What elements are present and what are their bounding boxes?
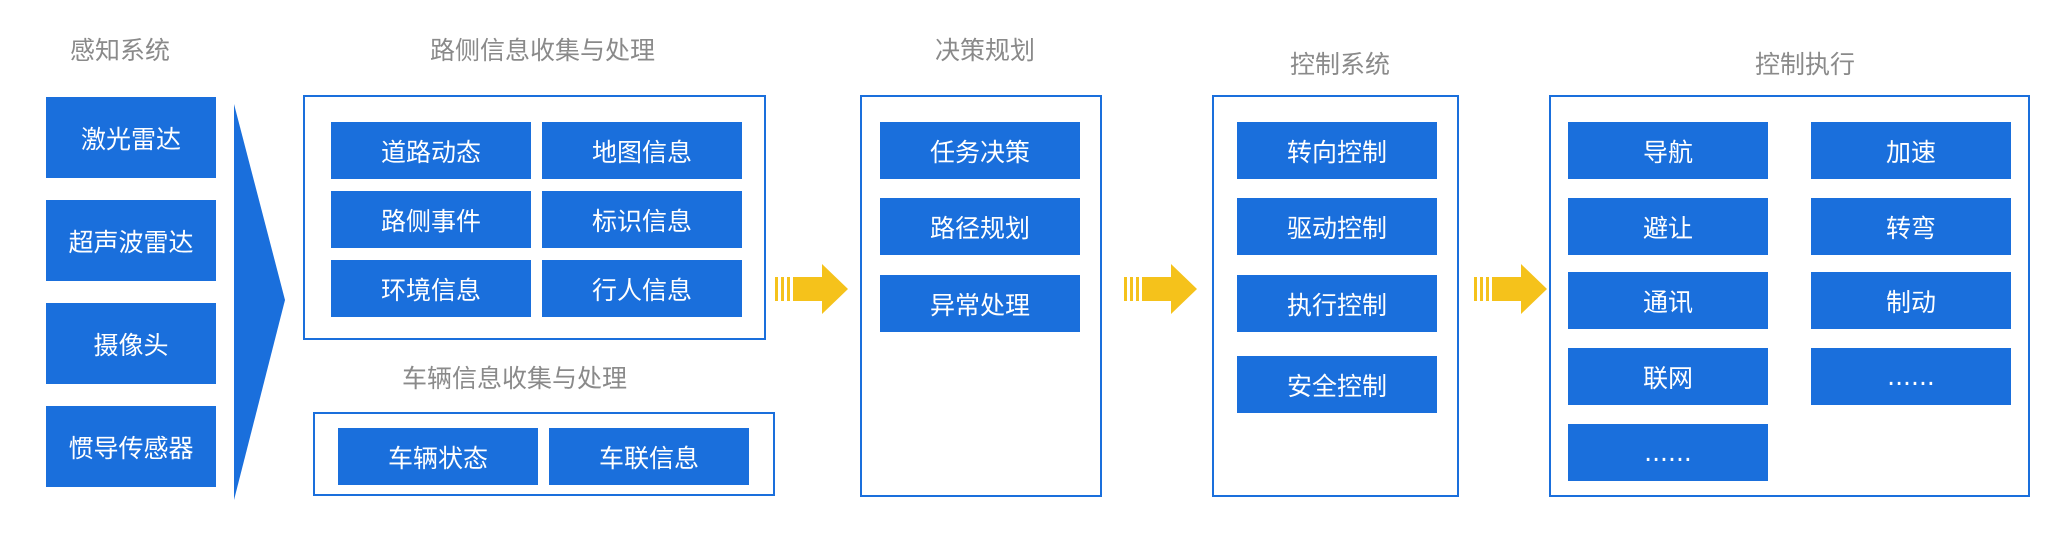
perception-lidar-box: 激光雷达 <box>46 97 216 178</box>
vehicle-status-box: 车辆状态 <box>338 428 538 485</box>
decision-exception-handling-box: 异常处理 <box>880 275 1080 332</box>
roadside-environment-info-box: 环境信息 <box>331 260 531 317</box>
roadside-sign-info-box: 标识信息 <box>542 191 742 248</box>
execution-more-left-box: ...... <box>1568 424 1768 481</box>
arrow-to-execution-icon <box>1474 264 1547 314</box>
perception-ultrasonic-radar-box: 超声波雷达 <box>46 200 216 281</box>
execution-accelerate-box: 加速 <box>1811 122 2011 179</box>
execution-turn-box: 转弯 <box>1811 198 2011 255</box>
control-safety-box: 安全控制 <box>1237 356 1437 413</box>
arrow-to-control-icon <box>1124 264 1197 314</box>
control-execution-box: 执行控制 <box>1237 275 1437 332</box>
execution-brake-box: 制动 <box>1811 272 2011 329</box>
execution-title: 控制执行 <box>1755 50 1856 79</box>
execution-avoid-box: 避让 <box>1568 198 1768 255</box>
control-steering-box: 转向控制 <box>1237 122 1437 179</box>
perception-camera-box: 摄像头 <box>46 303 216 384</box>
vehicle-title: 车辆信息收集与处理 <box>402 364 628 393</box>
decision-title: 决策规划 <box>935 36 1036 65</box>
execution-networking-box: 联网 <box>1568 348 1768 405</box>
perception-inertial-sensor-box: 惯导传感器 <box>46 406 216 487</box>
control-drive-box: 驱动控制 <box>1237 198 1437 255</box>
vehicle-connected-info-box: 车联信息 <box>549 428 749 485</box>
arrow-to-decision-icon <box>775 264 848 314</box>
roadside-map-info-box: 地图信息 <box>542 122 742 179</box>
execution-more-right-box: ...... <box>1811 348 2011 405</box>
decision-task-box: 任务决策 <box>880 122 1080 179</box>
roadside-title: 路侧信息收集与处理 <box>430 36 656 65</box>
perception-title: 感知系统 <box>70 36 171 65</box>
perception-chevron-arrow-icon <box>234 104 285 500</box>
execution-navigation-box: 导航 <box>1568 122 1768 179</box>
control-title: 控制系统 <box>1290 50 1391 79</box>
execution-communication-box: 通讯 <box>1568 272 1768 329</box>
roadside-pedestrian-info-box: 行人信息 <box>542 260 742 317</box>
roadside-road-dynamics-box: 道路动态 <box>331 122 531 179</box>
decision-path-planning-box: 路径规划 <box>880 198 1080 255</box>
roadside-events-box: 路侧事件 <box>331 191 531 248</box>
